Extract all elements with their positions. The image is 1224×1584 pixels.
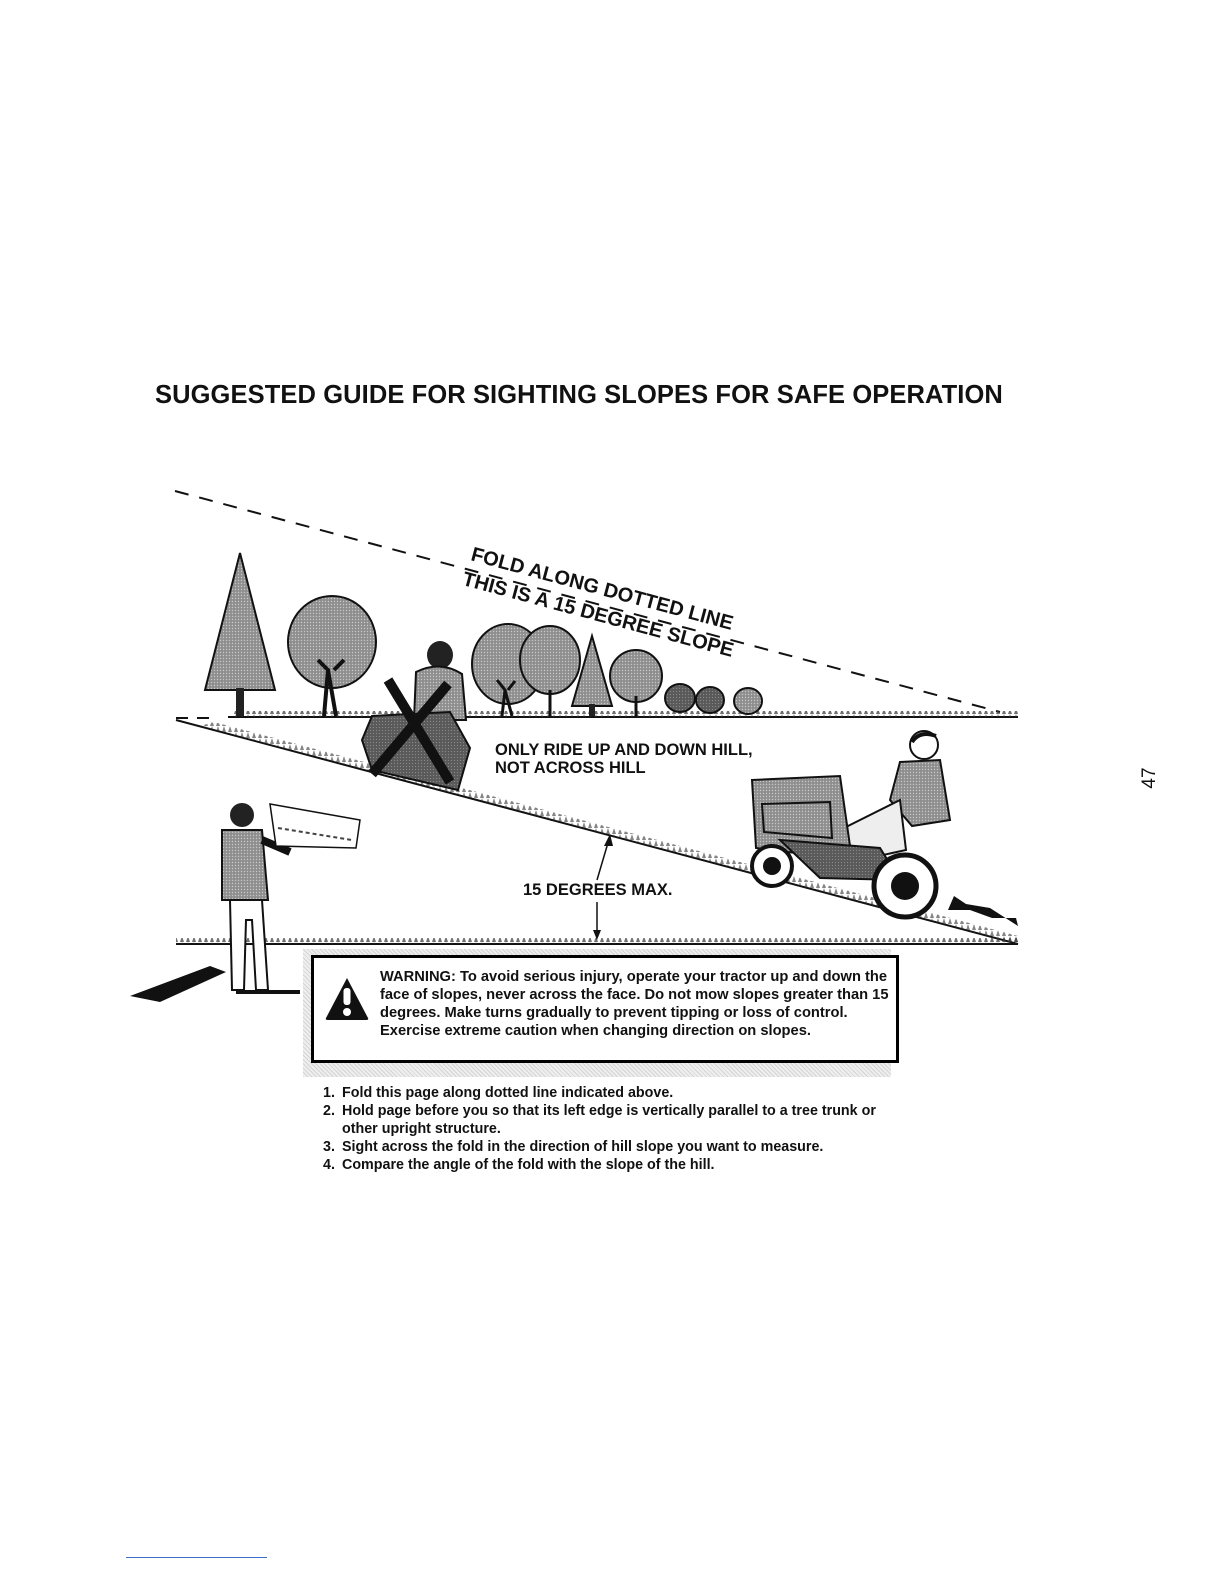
step-number: 3. bbox=[323, 1138, 335, 1156]
crossed-out-mower-icon bbox=[362, 641, 470, 790]
deciduous-tree-icon bbox=[610, 650, 662, 716]
deciduous-tree-icon bbox=[288, 596, 376, 716]
step-text: Hold page before you so that its left ed… bbox=[342, 1103, 876, 1137]
horizon-grass bbox=[232, 711, 1018, 717]
warning-text: WARNING: To avoid serious injury, operat… bbox=[380, 968, 890, 1040]
bottom-rule bbox=[126, 1557, 267, 1558]
step-text: Fold this page along dotted line indicat… bbox=[342, 1085, 673, 1101]
list-item: 2. Hold page before you so that its left … bbox=[323, 1102, 913, 1138]
pine-tree-icon bbox=[205, 553, 275, 716]
held-page bbox=[270, 804, 360, 848]
step-number: 1. bbox=[323, 1084, 335, 1102]
instruction-list: 1. Fold this page along dotted line indic… bbox=[323, 1084, 913, 1174]
list-item: 4. Compare the angle of the fold with the… bbox=[323, 1156, 913, 1174]
deciduous-tree-icon bbox=[665, 684, 762, 714]
ride-instruction-line1: ONLY RIDE UP AND DOWN HILL, bbox=[495, 741, 753, 759]
ride-instruction-line2: NOT ACROSS HILL bbox=[495, 759, 646, 777]
max-angle-label: 15 DEGREES MAX. bbox=[523, 881, 672, 899]
warning-box: WARNING: To avoid serious injury, operat… bbox=[311, 955, 899, 1063]
step-number: 2. bbox=[323, 1102, 335, 1120]
step-text: Compare the angle of the fold with the s… bbox=[342, 1157, 715, 1173]
list-item: 1. Fold this page along dotted line indic… bbox=[323, 1084, 913, 1102]
riding-mower-icon bbox=[752, 731, 950, 917]
deciduous-tree-icon bbox=[520, 626, 580, 716]
list-item: 3. Sight across the fold in the direction… bbox=[323, 1138, 913, 1156]
step-text: Sight across the fold in the direction o… bbox=[342, 1139, 823, 1155]
warning-triangle-icon bbox=[324, 976, 370, 1022]
step-number: 4. bbox=[323, 1156, 335, 1174]
